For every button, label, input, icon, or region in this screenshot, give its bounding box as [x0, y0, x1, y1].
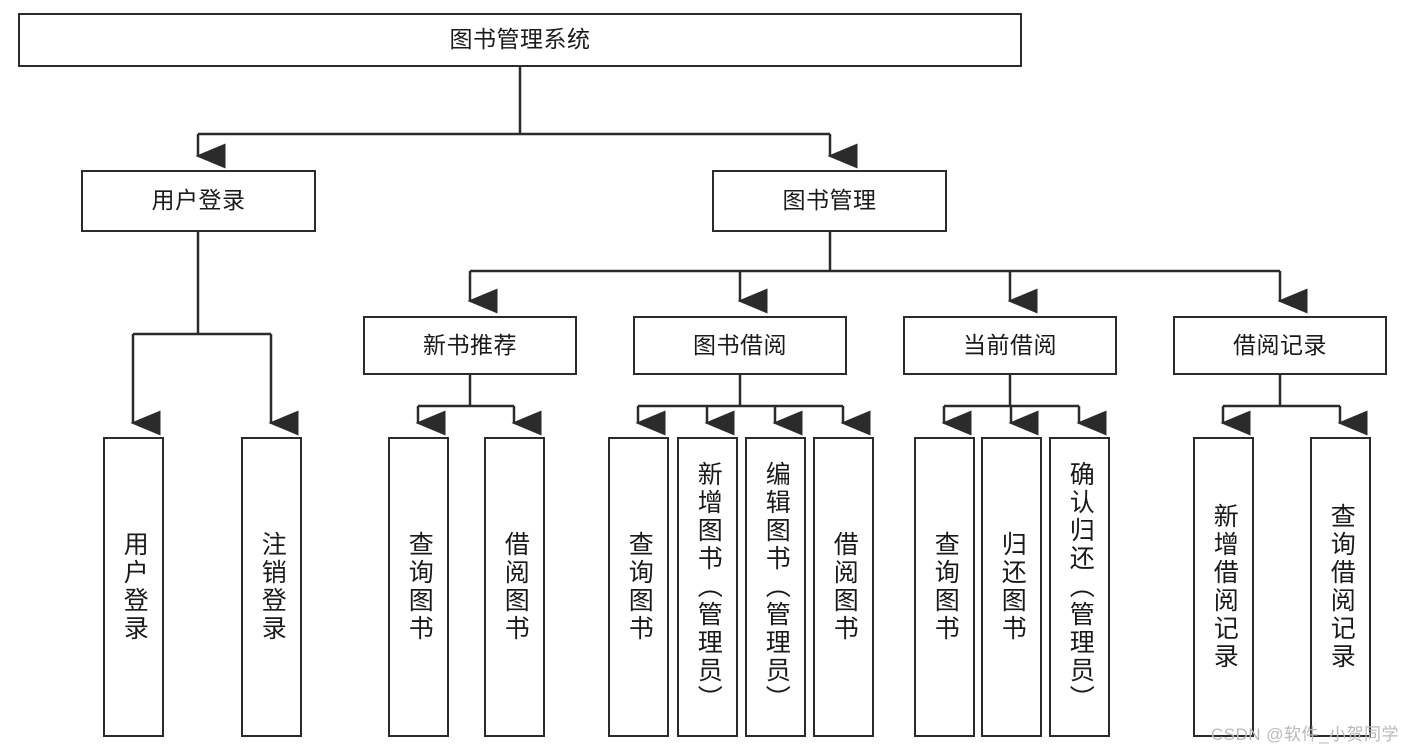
node-leaf-borrow-book-1-label: 借阅图书 [501, 531, 530, 643]
node-root[interactable]: 图书管理系统 [18, 13, 1022, 67]
node-leaf-borrow-book-2[interactable]: 借阅图书 [813, 437, 874, 737]
node-user-login-label: 用户登录 [151, 187, 246, 214]
node-leaf-add-record[interactable]: 新增借阅记录 [1193, 437, 1254, 737]
csdn-watermark: CSDN @软件_小贺同学 [1210, 725, 1399, 744]
node-book-borrow-label: 图书借阅 [693, 331, 787, 358]
node-leaf-query-book-1[interactable]: 查询图书 [388, 437, 449, 737]
node-borrow-record[interactable]: 借阅记录 [1173, 316, 1387, 375]
node-leaf-borrow-book-2-label: 借阅图书 [830, 531, 859, 643]
node-leaf-add-book[interactable]: 新增图书（管理员） [677, 437, 738, 737]
node-leaf-add-record-label: 新增借阅记录 [1210, 503, 1239, 671]
node-leaf-add-book-label: 新增图书（管理员） [694, 461, 723, 713]
node-leaf-logout[interactable]: 注销登录 [241, 437, 302, 737]
node-leaf-user-login[interactable]: 用户登录 [103, 437, 164, 737]
node-leaf-query-book-2-label: 查询图书 [625, 531, 654, 643]
node-leaf-edit-book-label: 编辑图书（管理员） [762, 461, 791, 713]
node-leaf-query-book-3[interactable]: 查询图书 [914, 437, 975, 737]
node-leaf-query-record[interactable]: 查询借阅记录 [1310, 437, 1371, 737]
node-leaf-return-book[interactable]: 归还图书 [981, 437, 1042, 737]
node-book-manage-label: 图书管理 [782, 187, 877, 214]
node-current-borrow[interactable]: 当前借阅 [903, 316, 1117, 375]
node-user-login[interactable]: 用户登录 [81, 170, 316, 232]
node-leaf-query-record-label: 查询借阅记录 [1327, 503, 1356, 671]
node-leaf-query-book-2[interactable]: 查询图书 [608, 437, 669, 737]
node-leaf-edit-book[interactable]: 编辑图书（管理员） [745, 437, 806, 737]
node-leaf-user-login-label: 用户登录 [120, 531, 149, 643]
node-new-book-recommend-label: 新书推荐 [423, 331, 517, 358]
node-current-borrow-label: 当前借阅 [963, 331, 1057, 358]
node-leaf-borrow-book-1[interactable]: 借阅图书 [484, 437, 545, 737]
node-borrow-record-label: 借阅记录 [1233, 331, 1327, 358]
node-new-book-recommend[interactable]: 新书推荐 [363, 316, 577, 375]
node-leaf-query-book-1-label: 查询图书 [405, 531, 434, 643]
node-leaf-logout-label: 注销登录 [258, 531, 287, 643]
node-leaf-query-book-3-label: 查询图书 [931, 531, 960, 643]
node-root-label: 图书管理系统 [449, 26, 591, 53]
node-book-borrow[interactable]: 图书借阅 [633, 316, 847, 375]
node-leaf-confirm-return[interactable]: 确认归还（管理员） [1049, 437, 1110, 737]
node-leaf-confirm-return-label: 确认归还（管理员） [1066, 461, 1095, 713]
node-leaf-return-book-label: 归还图书 [998, 531, 1027, 643]
node-book-manage[interactable]: 图书管理 [712, 170, 947, 232]
